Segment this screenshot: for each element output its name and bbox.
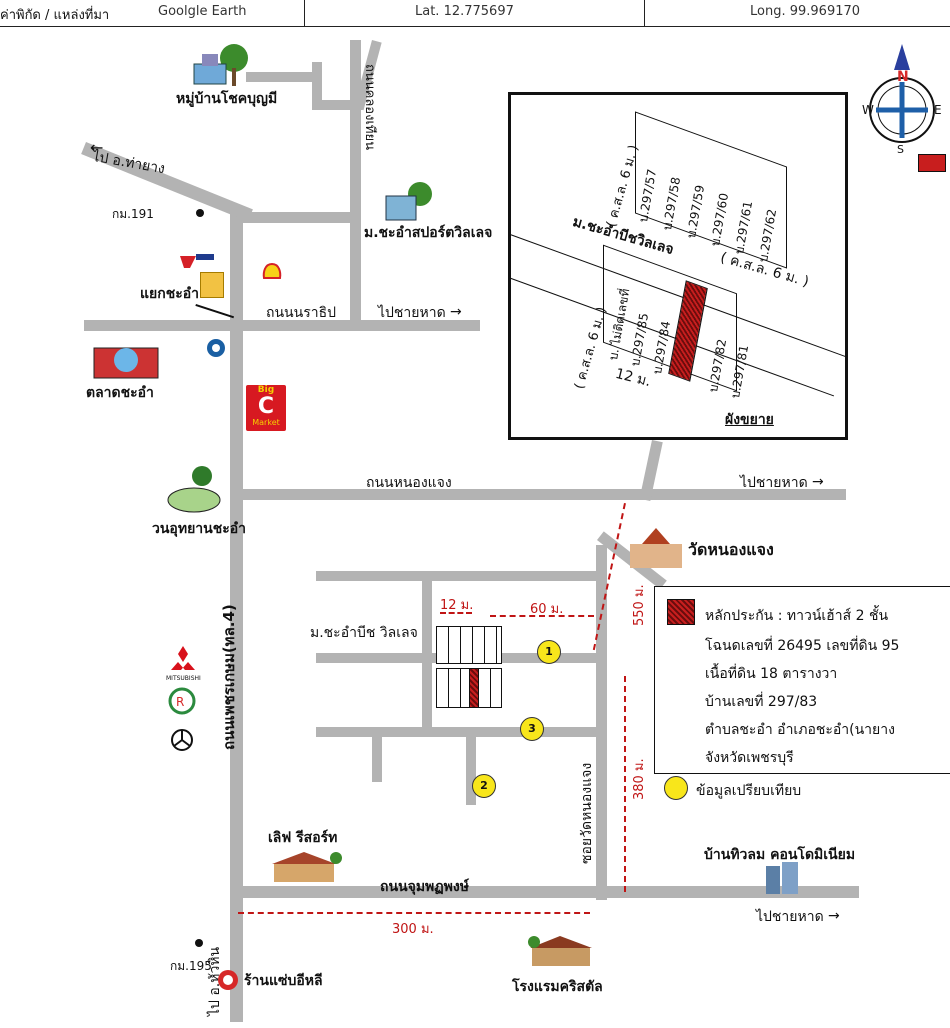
distance-380m: 380 ม.: [632, 758, 647, 800]
soi-wat-road: [596, 545, 607, 900]
mitsubishi-text: MITSUBISHI: [166, 675, 201, 682]
nong-chaeng-label: ถนนหนองแจง: [366, 475, 452, 491]
cha-am-sport-label: ม.ชะอำสปอร์ตวิลเลจ: [364, 225, 493, 241]
soi-wat-label: ซอยวัดหนองแจง: [579, 762, 595, 864]
narathip-label: ถนนนราธิป: [266, 305, 336, 321]
resort-icon: [272, 852, 342, 882]
cha-am-junction-label: แยกชะอำ: [140, 286, 199, 302]
mitsubishi-logo-icon: [171, 646, 195, 670]
source-value: Goolgle Earth: [158, 4, 247, 19]
hotel-icon: [528, 936, 592, 966]
inset-width: 12 ม.: [613, 365, 653, 391]
to-beach-1-label: ไปชายหาด: [378, 305, 446, 321]
petchkasem-road: [230, 210, 243, 1022]
shell-logo-icon: [262, 262, 282, 279]
cha-am-beach-village-label: ม.ชะอำบีช วิลเลจ: [310, 625, 418, 641]
comparable-legend-dot: [664, 776, 688, 800]
petchkasem-label: ถนนเพชรเกษม(ทล.4): [220, 604, 238, 750]
legend-panel: หลักประกัน : ทาวน์เฮ้าส์ 2 ชั้น โฉนดเลขท…: [654, 586, 950, 774]
cha-am-park-label: วนอุทยานชะอำ: [152, 521, 246, 537]
to-beach-2-label: ไปชายหาด: [740, 475, 808, 491]
compass-rose-icon: [869, 44, 935, 143]
nong-chaeng-road: [240, 489, 846, 500]
header-bar: ค่าพิกัด / แหล่งที่มา Goolgle Earth Lat.…: [0, 0, 950, 27]
legend-collateral: หลักประกัน : ทาวน์เฮ้าส์ 2 ชั้น: [705, 608, 889, 624]
chumphot-label: ถนนจุมพฏพงษ์: [380, 879, 469, 895]
restaurant-label: ร้านแซ่บอีหลี: [244, 973, 323, 989]
chumphot-road: [235, 886, 859, 898]
long-value: Long. 99.969170: [750, 4, 861, 19]
legend-area: เนื้อที่ดิน 18 ตารางวา: [705, 666, 838, 682]
temple-icon: [630, 528, 682, 568]
condo-icon: [766, 862, 798, 894]
legend-comparable: ข้อมูลเปรียบเทียบ: [696, 783, 802, 799]
cha-am-market-label: ตลาดชะอำ: [86, 385, 154, 401]
coord-label: ค่าพิกัด / แหล่งที่มา: [0, 8, 110, 23]
distance-550m: 550 ม.: [632, 584, 647, 626]
estate-road-1: [316, 571, 602, 581]
road-top-cross: [240, 212, 360, 223]
estate-road-3: [316, 727, 602, 737]
narathip-road: [84, 320, 480, 331]
mercedes-logo-icon: [171, 729, 193, 751]
legend-deed: โฉนดเลขที่ 26495 เลขที่ดิน 95: [705, 638, 900, 654]
compass-e: E: [934, 103, 942, 117]
baan-thiwlom-label: บ้านทิวลม คอนโดมิเนียม: [704, 847, 856, 863]
crystal-hotel-label: โรงแรมคริสตัล: [512, 979, 603, 995]
house-tree-icon: [193, 44, 248, 86]
bank-logo-icon: [207, 339, 225, 357]
compass-w: W: [862, 103, 874, 117]
legend-house-no: บ้านเลขที่ 297/83: [705, 694, 818, 710]
inset-title: ผังขยาย: [725, 412, 774, 428]
comparable-marker-3: 3: [520, 717, 544, 741]
to-beach-3-label: ไปชายหาด: [756, 909, 824, 925]
village-top-label: หมู่บ้านโชคบุญมี: [176, 91, 278, 107]
compass-s: S: [897, 143, 904, 156]
lat-value: Lat. 12.775697: [415, 4, 514, 19]
market-gate-icon: [93, 347, 159, 379]
park-tree-icon: [167, 466, 221, 513]
ptt-logo-icon: [180, 254, 214, 268]
legend-location-2: จังหวัดเพชรบุรี: [705, 750, 794, 766]
khlong-tian-label: ถนนคลองเทียน: [362, 64, 377, 150]
khlong-tian-road: [350, 40, 361, 330]
distance-12m: 12 ม.: [440, 598, 474, 613]
comparable-marker-2: 2: [472, 774, 496, 798]
km195-label: กม.195: [170, 959, 212, 973]
thanachart-logo-icon: [200, 272, 224, 298]
inset-map: ม.ชะอำบีชวิลเลจ ( ค.ส.ล. 6 ม. ) ( ค.ส.ล.…: [508, 92, 848, 440]
distance-60m: 60 ม.: [530, 602, 564, 617]
comparable-marker-1: 1: [537, 640, 561, 664]
garage-logo-icon: R: [168, 687, 196, 715]
svg-text:R: R: [176, 695, 184, 709]
distance-300m: 300 ม.: [392, 922, 434, 937]
wat-nong-chaeng-label: วัดหนองแจง: [688, 540, 774, 559]
legend-location-1: ตำบลชะอำ อำเภอชะอำ(นายาง: [705, 722, 895, 738]
collateral-swatch: [667, 599, 695, 625]
km191-label: กม.191: [112, 207, 154, 221]
life-resort-label: เลิฟ รีสอร์ท: [268, 830, 338, 846]
compass-n: N: [897, 69, 909, 85]
restaurant-logo-icon: [218, 970, 238, 990]
building-icon: [385, 182, 432, 221]
big-c-logo-icon: Big C Market: [246, 385, 286, 431]
